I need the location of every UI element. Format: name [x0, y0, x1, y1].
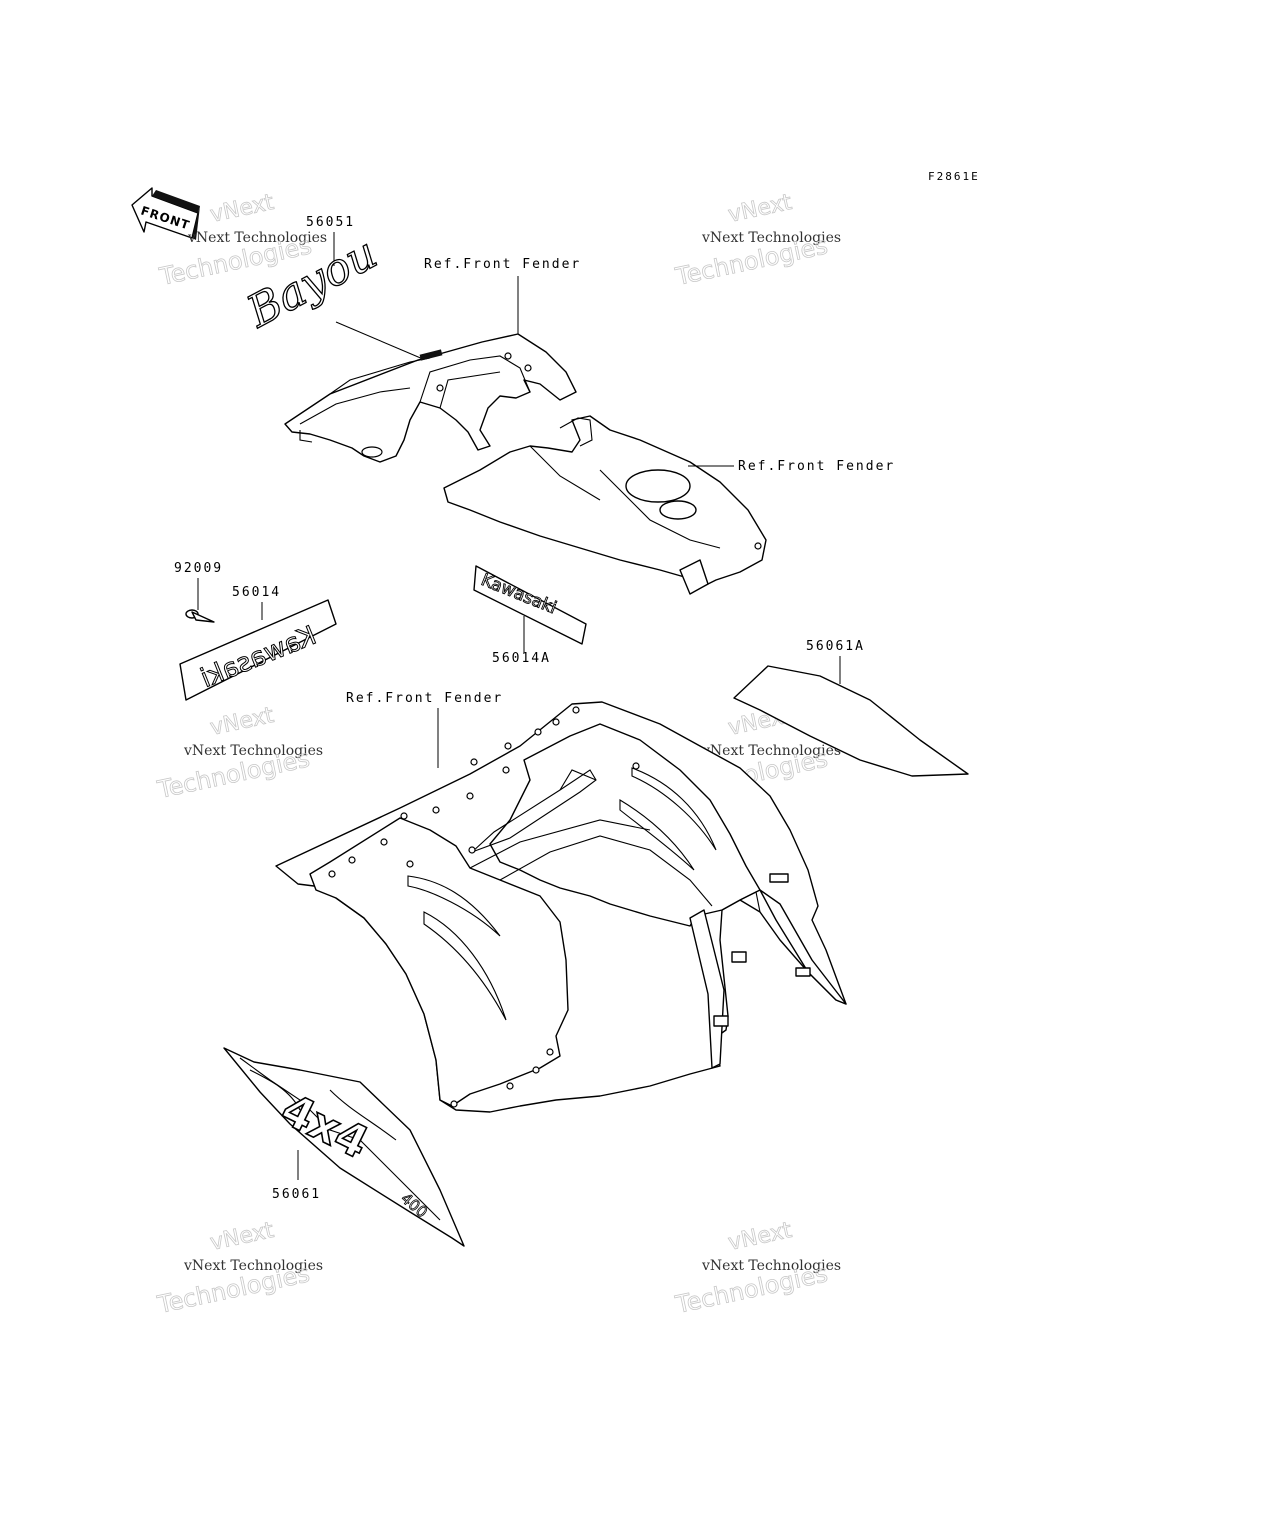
leader-56051-to-fender: [335, 321, 431, 363]
ref-front-fender-main: Ref.Front Fender: [346, 691, 503, 706]
callout-56061: 56061: [272, 1187, 321, 1202]
figure-code: F2861E: [928, 170, 980, 183]
svg-text:vNext: vNext: [208, 190, 276, 228]
callout-56051: 56051: [306, 215, 355, 230]
front-fender-upper-part: [284, 333, 577, 463]
watermark-bottom-left: vNext vNext Technologies Technologies: [154, 1218, 323, 1320]
svg-text:vNext Technologies: vNext Technologies: [187, 230, 327, 246]
kawasaki-emblem-mirrored: Kawasaki: [179, 599, 337, 701]
svg-text:vNext: vNext: [726, 1218, 794, 1256]
four-by-four-decal: 4x4 400: [223, 1047, 465, 1247]
kawasaki-emblem: Kawasaki: [473, 565, 587, 645]
callout-92009: 92009: [174, 561, 223, 576]
watermark-mid-left: vNext vNext Technologies Technologies: [154, 703, 323, 805]
svg-text:vNext: vNext: [208, 1218, 276, 1256]
front-fender-lower-part: [443, 415, 767, 595]
ref-front-fender-mid: Ref.Front Fender: [738, 459, 895, 474]
svg-text:vNext Technologies: vNext Technologies: [701, 1258, 841, 1274]
svg-text:vNext Technologies: vNext Technologies: [701, 743, 841, 759]
front-fender-main-part: [275, 701, 847, 1113]
callout-56061A: 56061A: [806, 639, 865, 654]
watermark-top-right: vNext vNext Technologies Technologies: [672, 190, 841, 292]
svg-text:vNext: vNext: [726, 190, 794, 228]
svg-text:vNext: vNext: [208, 703, 276, 741]
svg-text:vNext Technologies: vNext Technologies: [183, 1258, 323, 1274]
front-arrow-icon: FRONT: [131, 187, 200, 240]
watermark-bottom-right: vNext vNext Technologies Technologies: [672, 1218, 841, 1320]
svg-text:vNext Technologies: vNext Technologies: [183, 743, 323, 759]
screw-icon: [185, 609, 215, 623]
stripe-decal-56061A: [733, 665, 969, 777]
callout-56014A: 56014A: [492, 651, 551, 666]
ref-front-fender-top: Ref.Front Fender: [424, 257, 581, 272]
svg-text:vNext Technologies: vNext Technologies: [701, 230, 841, 246]
callout-56014: 56014: [232, 585, 281, 600]
